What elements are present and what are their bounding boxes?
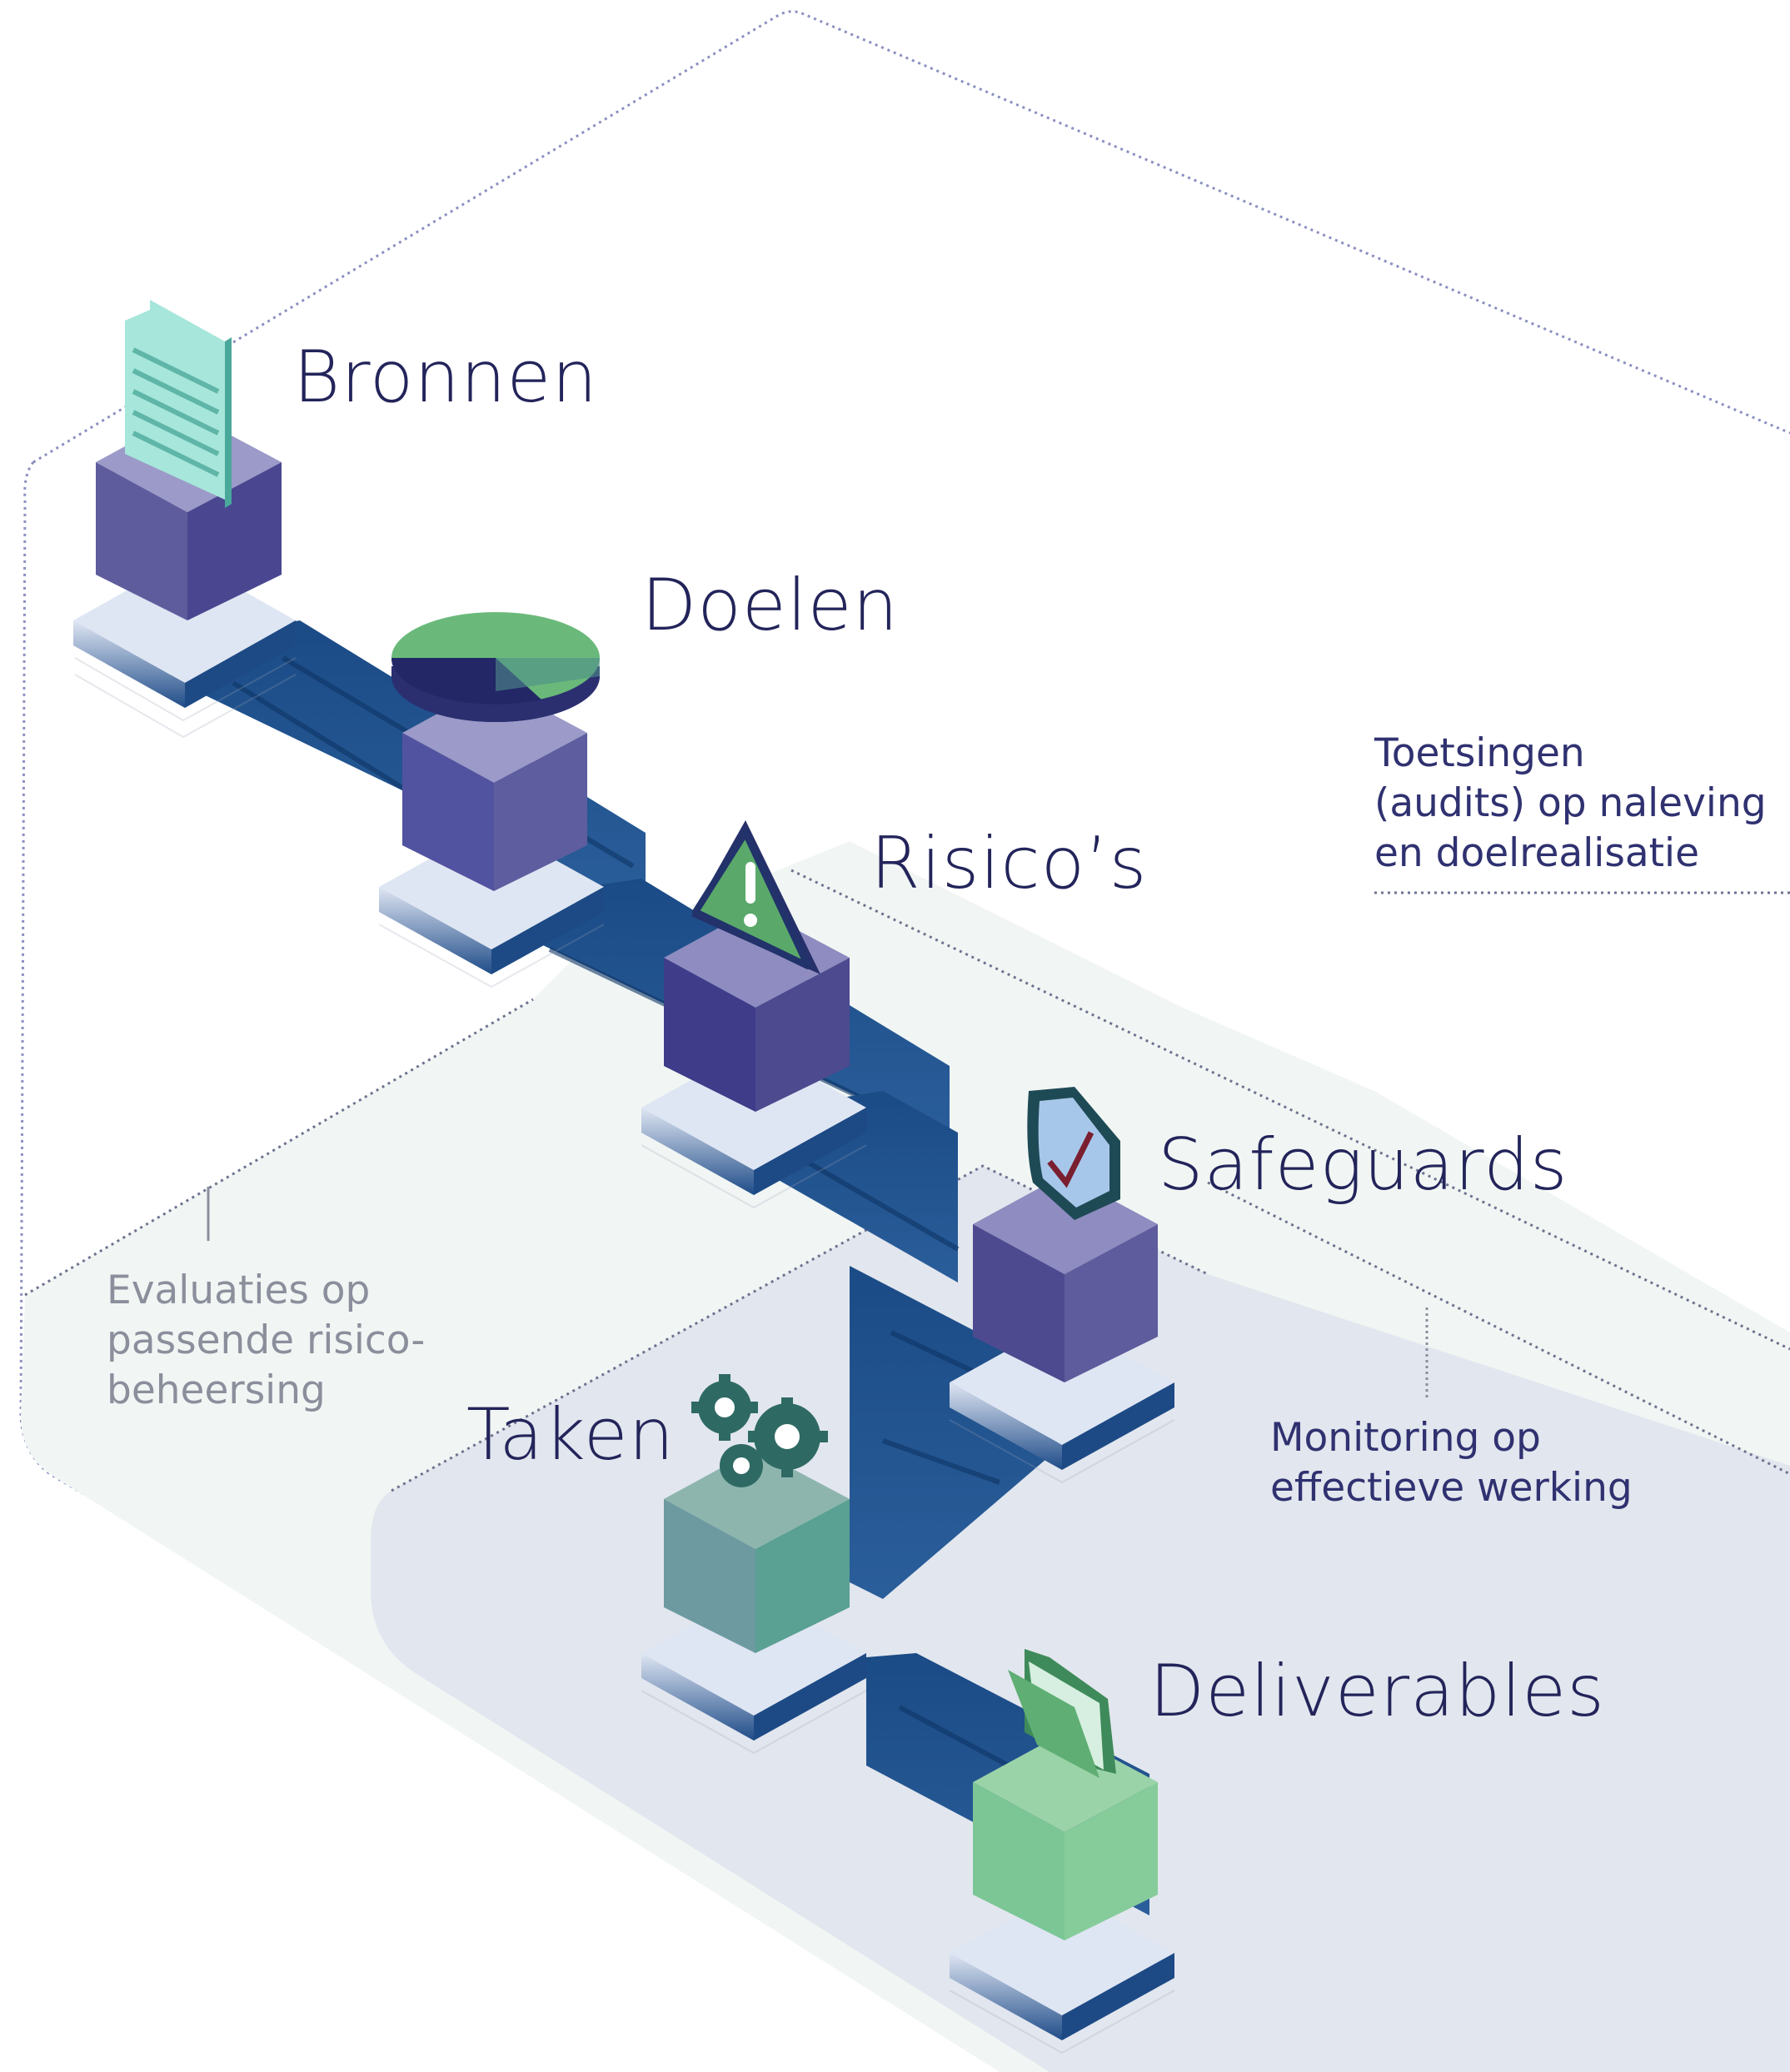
warning-icon [691, 820, 820, 974]
landing-deliverables [950, 1890, 1174, 2040]
evaluation-note-line-1: Evaluaties op [107, 1268, 371, 1313]
audit-note-line-3: en doelrealisatie [1374, 830, 1700, 876]
gears-icon [691, 1374, 828, 1487]
document-icon [125, 300, 232, 508]
risk-zone-outline [790, 869, 1790, 1351]
cube-risicos [664, 908, 850, 1112]
monitoring-note-line-1: Monitoring op [1270, 1415, 1541, 1461]
cube-taken [664, 1449, 850, 1653]
evaluation-note: Evaluaties op passende risico- beheersin… [107, 1266, 425, 1416]
step-label-doelen: Doelen [641, 564, 900, 647]
step-label-taken: Taken [466, 1393, 676, 1477]
evaluation-note-line-2: passende risico- [107, 1317, 426, 1363]
evaluation-zone-outline [24, 998, 534, 1297]
monitoring-note: Monitoring op effectieve werking [1270, 1413, 1633, 1513]
step-label-safeguards: Safeguards [1158, 1123, 1568, 1207]
monitoring-note-line-2: effectieve werking [1270, 1465, 1633, 1511]
pie-chart-icon [391, 612, 600, 722]
step-label-risicos: Risico’s [870, 822, 1148, 905]
audit-note-line-2: (audits) op naleving [1374, 780, 1767, 826]
outer-zone-outline [32, 10, 1790, 464]
monitoring-zone-right [1207, 1181, 1790, 1476]
cube-safeguards [973, 1174, 1158, 1382]
cube-deliverables [973, 1732, 1158, 1940]
audit-note: Toetsingen (audits) op naleving en doelr… [1374, 729, 1767, 879]
folder-icon [1008, 1649, 1116, 1778]
step-label-deliverables: Deliverables [1149, 1650, 1605, 1733]
audit-note-line-1: Toetsingen [1374, 730, 1585, 776]
step-label-bronnen: Bronnen [293, 336, 598, 419]
evaluation-note-line-3: beheersing [107, 1367, 326, 1413]
shield-check-icon [1027, 1087, 1120, 1220]
